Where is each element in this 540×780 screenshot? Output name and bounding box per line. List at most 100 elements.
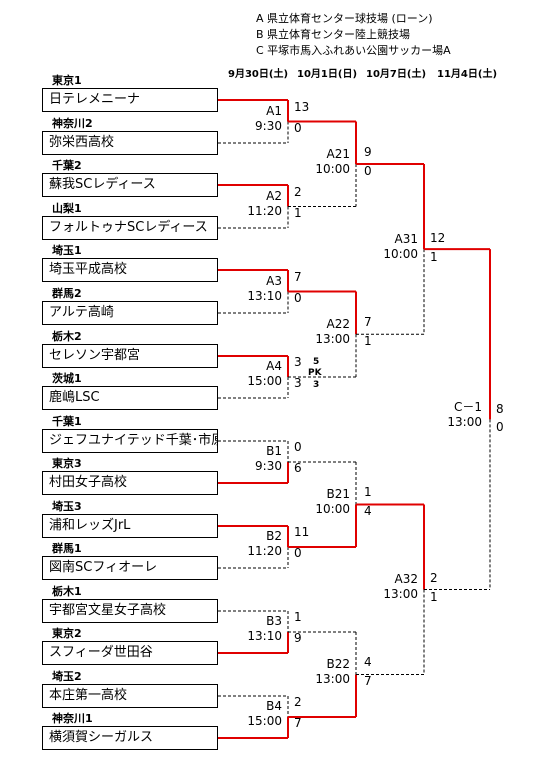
team-box: セレソン宇都宮: [42, 344, 218, 368]
date-round3: 10月7日(土): [366, 69, 427, 80]
match-time: 13:00: [447, 415, 482, 429]
match-time: 13:10: [247, 629, 282, 643]
team-box: 弥栄西高校: [42, 131, 218, 155]
score-top: 12: [430, 231, 446, 245]
score-bottom: 0: [294, 291, 302, 305]
pref-label: 神奈川2: [52, 117, 93, 130]
match-time: 13:00: [315, 332, 350, 346]
score-top: 7: [294, 270, 302, 284]
score-bottom: 0: [364, 164, 372, 178]
score-bottom: 3: [294, 376, 302, 390]
score-bottom: 1: [364, 334, 372, 348]
team-box: 鹿嶋LSC: [42, 386, 218, 410]
match-time: 10:00: [383, 247, 418, 261]
match-code: A2: [266, 189, 282, 203]
score-top: 2: [294, 185, 302, 199]
pk-score-bottom: 3: [313, 380, 320, 390]
match-code: A3: [266, 274, 282, 288]
score-bottom: 1: [294, 206, 302, 220]
venue-legend-c: C 平塚市馬入ふれあい公園サッカー場A: [256, 44, 451, 57]
pref-label: 東京2: [52, 627, 82, 640]
match-code: B21: [326, 487, 350, 501]
score-bottom: 0: [496, 420, 504, 434]
match-time: 13:00: [315, 672, 350, 686]
match-code: B3: [266, 614, 282, 628]
pref-label: 群馬2: [52, 287, 82, 300]
team-box: ジェフユナイテッド千葉･市原: [42, 429, 218, 453]
venue-legend-b: B 県立体育センター陸上競技場: [256, 28, 411, 41]
pref-label: 東京3: [52, 457, 82, 470]
team-box: 埼玉平成高校: [42, 258, 218, 282]
match-time: 9:30: [255, 459, 282, 473]
match-time: 11:20: [247, 544, 282, 558]
match-time: 13:00: [383, 587, 418, 601]
match-time: 15:00: [247, 714, 282, 728]
pref-label: 埼玉1: [52, 244, 82, 257]
team-box: 本庄第一高校: [42, 684, 218, 708]
match-time: 10:00: [315, 162, 350, 176]
score-top: 2: [294, 695, 302, 709]
score-bottom: 1: [430, 250, 438, 264]
team-box: 日テレメニーナ: [42, 88, 218, 112]
venue-legend-a: A 県立体育センター球技場 (ローン): [256, 12, 433, 25]
pk-score-top: 5: [313, 357, 320, 367]
score-bottom: 1: [430, 590, 438, 604]
match-code: A31: [394, 232, 418, 246]
score-top: 11: [294, 525, 310, 539]
score-bottom: 4: [364, 504, 372, 518]
match-time: 11:20: [247, 204, 282, 218]
pref-label: 千葉2: [52, 159, 82, 172]
match-time: 13:10: [247, 289, 282, 303]
date-round2: 10月1日(日): [297, 69, 358, 80]
match-code: B4: [266, 699, 282, 713]
score-top: 0: [294, 440, 302, 454]
pref-label: 東京1: [52, 74, 82, 87]
match-code: A32: [394, 572, 418, 586]
score-top: 1: [364, 485, 372, 499]
match-code: C－1: [453, 400, 482, 414]
score-top: 3: [294, 355, 302, 369]
score-top: 13: [294, 100, 310, 114]
match-code: B1: [266, 444, 282, 458]
match-time: 10:00: [315, 502, 350, 516]
score-top: 2: [430, 571, 438, 585]
score-bottom: 6: [294, 461, 302, 475]
team-box: アルテ高崎: [42, 301, 218, 325]
team-box: フォルトゥナSCレディース: [42, 216, 218, 240]
match-time: 9:30: [255, 119, 282, 133]
team-box: 横須賀シーガルス: [42, 726, 218, 750]
match-code: A4: [266, 359, 282, 373]
team-box: 図南SCフィオーレ: [42, 556, 218, 580]
score-bottom: 0: [294, 546, 302, 560]
score-top: 1: [294, 610, 302, 624]
score-top: 8: [496, 402, 504, 416]
score-bottom: 7: [364, 674, 372, 688]
date-round1: 9月30日(土): [228, 69, 289, 80]
match-code: A21: [326, 147, 350, 161]
pref-label: 栃木2: [52, 330, 82, 343]
score-top: 7: [364, 315, 372, 329]
date-final: 11月4日(土): [437, 69, 498, 80]
match-code: A22: [326, 317, 350, 331]
score-bottom: 0: [294, 121, 302, 135]
pref-label: 神奈川1: [52, 712, 93, 725]
pref-label: 山梨1: [52, 202, 82, 215]
score-top: 4: [364, 655, 372, 669]
team-box: スフィーダ世田谷: [42, 641, 218, 665]
match-time: 15:00: [247, 374, 282, 388]
score-bottom: 9: [294, 631, 302, 645]
pref-label: 埼玉2: [52, 670, 82, 683]
pk-label: PK: [308, 368, 322, 378]
pref-label: 群馬1: [52, 542, 82, 555]
team-box: 蘇我SCレディース: [42, 173, 218, 197]
pref-label: 埼玉3: [52, 500, 82, 513]
pref-label: 栃木1: [52, 585, 82, 598]
score-top: 9: [364, 145, 372, 159]
score-bottom: 7: [294, 716, 302, 730]
team-box: 浦和レッズJrL: [42, 514, 218, 538]
match-code: B22: [326, 657, 350, 671]
match-code: B2: [266, 529, 282, 543]
team-box: 宇都宮文星女子高校: [42, 599, 218, 623]
team-box: 村田女子高校: [42, 471, 218, 495]
